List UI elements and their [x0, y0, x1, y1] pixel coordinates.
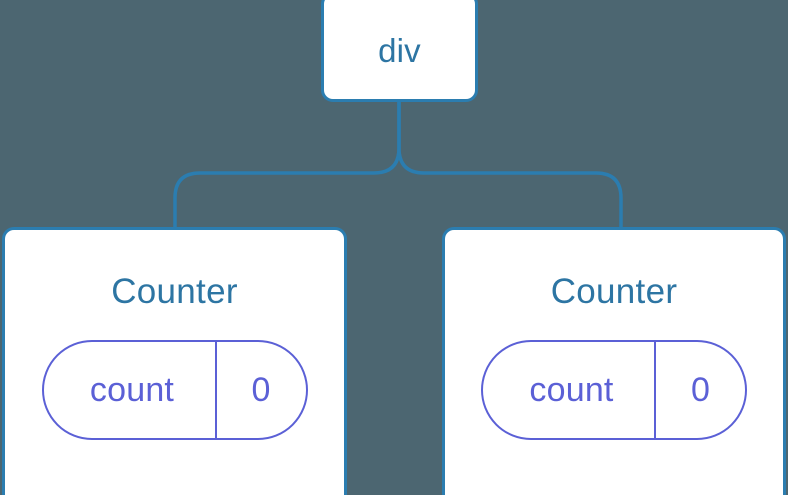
state-pill-right[interactable]: count 0	[481, 340, 747, 440]
edge-div-to-counter-left	[173, 99, 401, 233]
node-div-label: div	[378, 31, 421, 69]
edge-div-to-counter-right	[397, 99, 623, 233]
node-counter-left-label: Counter	[111, 272, 238, 311]
node-counter-right-label: Counter	[550, 272, 678, 311]
state-key-left: count	[44, 342, 217, 438]
state-key-right: count	[483, 342, 656, 438]
state-value-right: 0	[690, 370, 711, 409]
state-pill-left[interactable]: count 0	[41, 340, 308, 440]
state-value-left: 0	[251, 370, 271, 409]
node-div[interactable]: div	[321, 0, 478, 102]
node-counter-left[interactable]: Counter count 0	[2, 227, 347, 495]
node-counter-right[interactable]: Counter count 0	[442, 227, 786, 495]
